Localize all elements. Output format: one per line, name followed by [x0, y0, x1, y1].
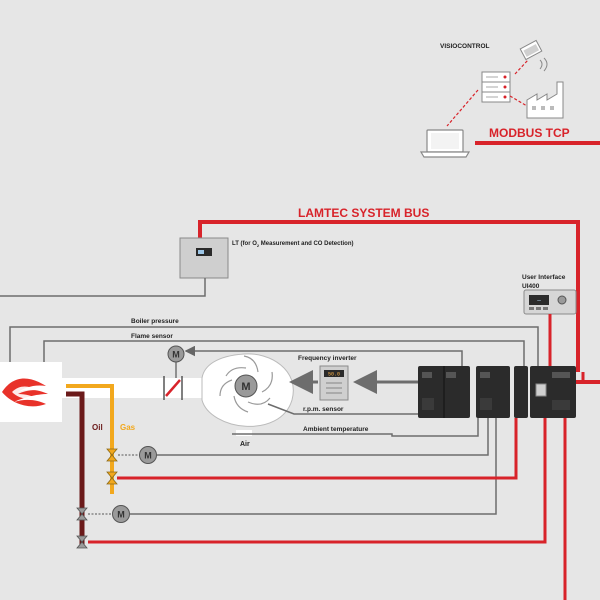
- flame-sensor-label: Flame sensor: [131, 333, 173, 340]
- svg-text:M: M: [172, 350, 180, 360]
- frequency-inverter-label: Frequency inverter: [298, 355, 357, 362]
- svg-text:M: M: [241, 381, 250, 393]
- oil-servo-motor: M: [112, 505, 130, 523]
- oil-valve-safety-line: [88, 418, 547, 544]
- factory-icon: [526, 81, 564, 119]
- controller-module-1: [418, 366, 470, 418]
- fan-motor: M: [234, 374, 258, 398]
- ambient-temp-line: [232, 418, 479, 437]
- ambient-temperature-label: Ambient temperature: [303, 426, 369, 433]
- gas-valve-2: [106, 471, 118, 485]
- ui-display: —: [536, 298, 541, 305]
- rpm-sensor-label: r.p.m. sensor: [303, 406, 344, 413]
- lt-analyzer: [179, 237, 229, 279]
- gas-pipe: [66, 384, 114, 494]
- server-icon: [481, 71, 511, 103]
- oil-valve-2: [76, 535, 88, 549]
- frequency-inverter: 50.0: [319, 365, 349, 401]
- visiocontrol-label: VISIOCONTROL: [440, 43, 490, 50]
- gas-label: Gas: [120, 423, 136, 432]
- oil-valve-1: [76, 507, 88, 521]
- wireless-links: [446, 59, 529, 127]
- gas-servo-line: [157, 418, 489, 456]
- lt-label: LT (for O2 Measurement and CO Detection): [232, 241, 353, 248]
- air-inlet: [236, 430, 252, 436]
- oil-label: Oil: [92, 423, 103, 432]
- boiler-pressure-line: [9, 326, 539, 372]
- controller-module-2: [476, 366, 510, 418]
- boiler-pressure-label: Boiler pressure: [131, 318, 179, 325]
- burner-flame: [0, 362, 62, 422]
- laptop-icon: [419, 129, 471, 158]
- gas-servo-motor: M: [139, 446, 157, 464]
- system-bus-line: [198, 220, 580, 372]
- ui-label-line1: User Interface: [522, 274, 566, 281]
- tablet-icon: [519, 39, 543, 61]
- ui-label-line2: UI400: [522, 283, 540, 290]
- flame-sensor-line: [43, 340, 525, 372]
- gas-valve-1: [106, 448, 118, 462]
- air-label: Air: [240, 441, 250, 448]
- wireless-icon: [539, 57, 548, 72]
- controller-module-3: [514, 366, 528, 418]
- damper-feedback-line: [184, 345, 463, 372]
- system-bus-label: LAMTEC SYSTEM BUS: [298, 206, 429, 220]
- user-interface-ui400: —: [523, 289, 577, 315]
- damper-motor: M: [167, 345, 185, 363]
- air-damper: [163, 376, 183, 400]
- oil-pipe: [66, 391, 85, 548]
- oil-servo-line: [130, 418, 497, 515]
- rpm-sensor-line: [267, 400, 429, 415]
- svg-text:M: M: [144, 451, 152, 461]
- lt-signal-line: [0, 278, 206, 297]
- main-controller: [530, 366, 576, 418]
- gas-valve-safety-line: [117, 418, 518, 480]
- svg-text:M: M: [117, 510, 125, 520]
- modbus-tcp-label: MODBUS TCP: [489, 126, 570, 140]
- vfd-display: 50.0: [328, 372, 340, 378]
